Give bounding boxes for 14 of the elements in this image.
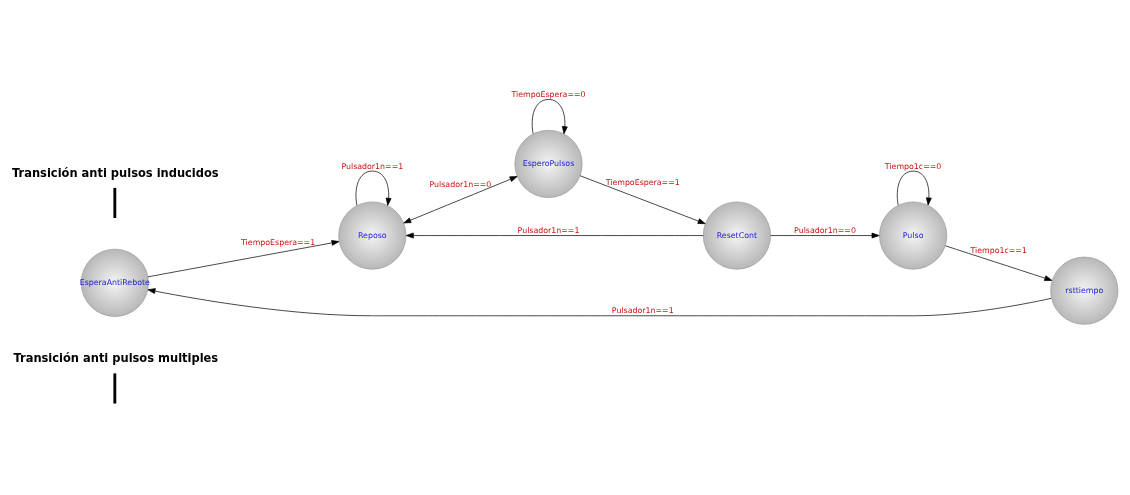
node-text: Transición anti pulsos inducidos [12, 165, 219, 180]
arrow [896, 170, 932, 206]
arrow [147, 288, 1052, 317]
arrow [945, 245, 1053, 281]
arrow [579, 175, 706, 225]
connector [113, 187, 117, 218]
arrow [531, 99, 568, 135]
arrow [147, 240, 340, 278]
arrow [770, 232, 880, 239]
arrow [403, 176, 518, 224]
connector [113, 373, 117, 404]
arrow [355, 170, 392, 206]
node-text: Transición anti pulsos multiples [13, 351, 219, 366]
arrow [405, 232, 704, 239]
